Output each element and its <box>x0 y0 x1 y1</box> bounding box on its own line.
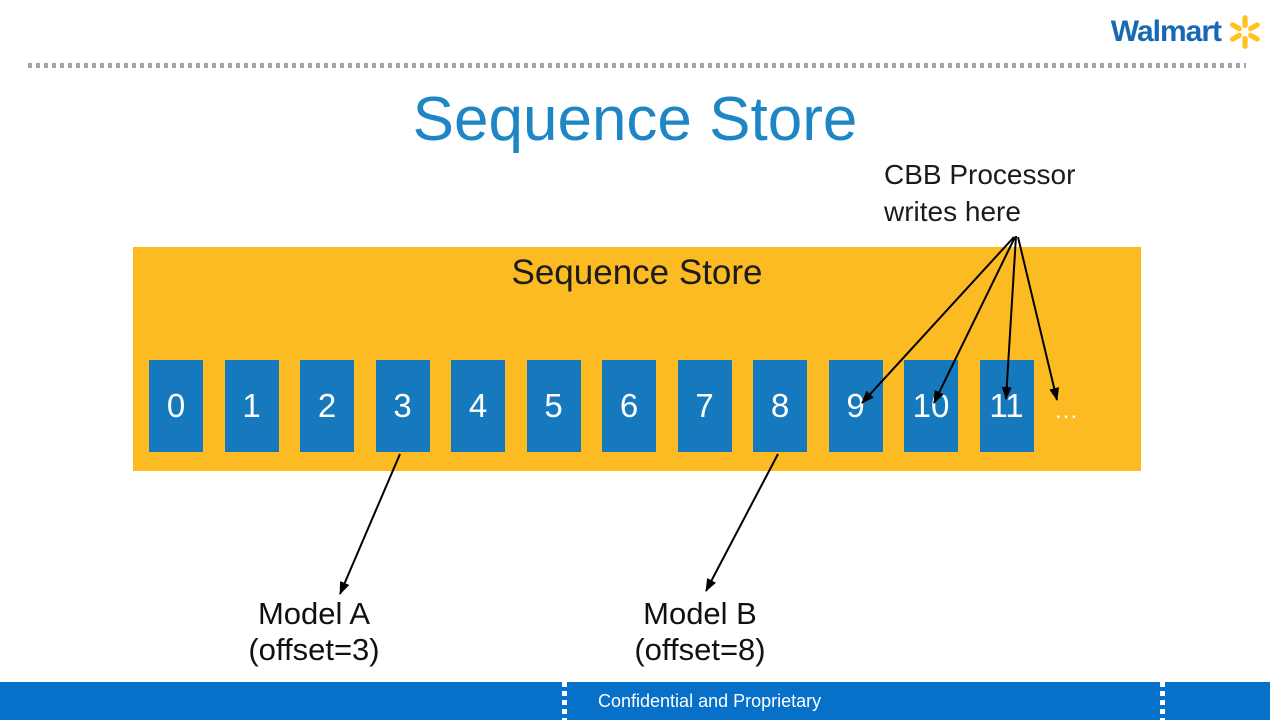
sequence-cell-0: 0 <box>149 360 203 452</box>
model-a-name: Model A <box>257 596 370 631</box>
cbb-arrow-to-cell-11 <box>1001 235 1017 400</box>
sequence-store-box: Sequence Store 0 1 2 3 4 5 6 7 8 9 10 11… <box>133 247 1141 471</box>
model-b-offset: (offset=8) <box>634 632 766 667</box>
model-a-label: Model A (offset=3) <box>204 596 424 668</box>
cbb-annotation-line2: writes here <box>884 196 1021 227</box>
model-a-offset: (offset=3) <box>248 632 380 667</box>
model-a-arrow <box>339 453 401 595</box>
cbb-annotation-line1: CBB Processor <box>884 159 1076 190</box>
sequence-cell-10: 10 <box>904 360 958 452</box>
cbb-processor-annotation: CBB Processor writes here <box>884 156 1075 230</box>
model-b-arrow <box>705 453 779 592</box>
footer-confidential-text: Confidential and Proprietary <box>598 691 822 711</box>
sequence-store-label: Sequence Store <box>511 253 763 292</box>
sequence-ellipsis: ... <box>1056 403 1080 422</box>
walmart-logo: Walmart <box>1111 13 1264 51</box>
sequence-cell-5: 5 <box>526 360 581 452</box>
sequence-cell-3: 3 <box>375 360 430 452</box>
walmart-wordmark: Walmart <box>1110 15 1222 48</box>
sequence-cell-2: 2 <box>300 360 354 452</box>
sequence-cell-4: 4 <box>451 360 505 452</box>
sequence-cell-8: 8 <box>753 360 807 452</box>
cbb-arrow-to-cell-9 <box>861 236 1015 404</box>
sequence-cell-7: 7 <box>677 360 732 452</box>
sequence-cell-6: 6 <box>602 360 656 452</box>
sequence-cell-row: 0 1 2 3 4 5 6 7 8 9 10 11 ... <box>149 360 1079 452</box>
cbb-arrow-to-cell-10 <box>933 236 1016 404</box>
footer-bar: Confidential and Proprietary <box>0 682 1270 720</box>
cbb-arrow-to-ellipsis <box>1017 236 1060 401</box>
sequence-cell-9: 9 <box>828 360 883 452</box>
footer-dotted-divider-left <box>562 682 567 720</box>
sequence-cell-1: 1 <box>224 360 279 452</box>
slide-title: Sequence Store <box>412 85 858 154</box>
model-b-label: Model B (offset=8) <box>590 596 810 668</box>
model-b-name: Model B <box>643 596 757 631</box>
walmart-spark-icon <box>1230 15 1260 49</box>
footer-dotted-divider-right <box>1160 682 1165 720</box>
header-dotted-divider <box>28 63 1246 68</box>
